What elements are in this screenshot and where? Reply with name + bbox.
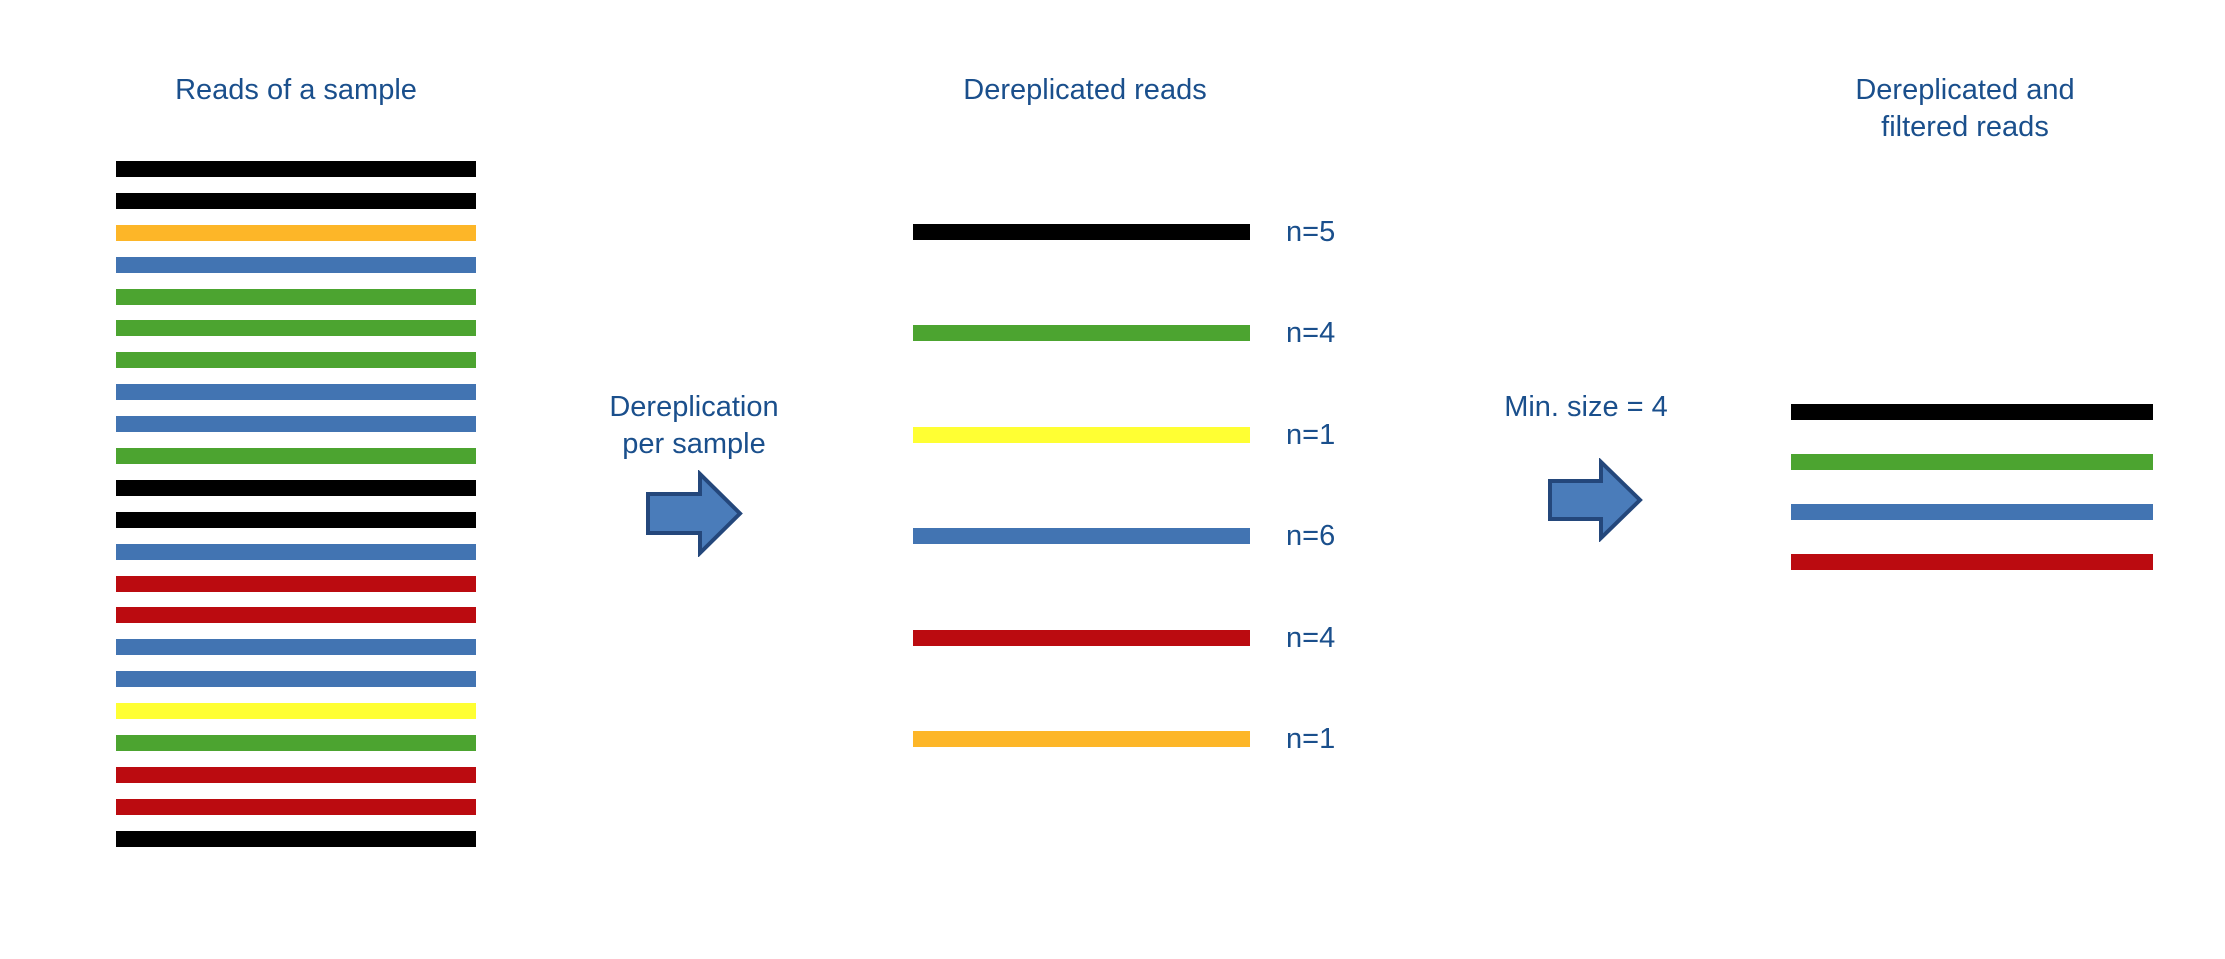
read-count-label: n=5 — [1286, 216, 1336, 248]
read-bar-red — [116, 575, 476, 592]
read-bar-green — [116, 735, 476, 752]
read-bar-black — [116, 161, 476, 177]
read-bar-yellow — [116, 703, 476, 720]
dereplication-step-label: Dereplication per sample — [534, 389, 854, 463]
dereplication-step-label-line2: per sample — [622, 428, 766, 460]
filtered-reads-stack — [1791, 404, 2153, 570]
read-count-label: n=1 — [1286, 418, 1336, 451]
read-bar-green — [116, 320, 476, 337]
dereplicated-read-row: n=4 — [913, 621, 1336, 654]
read-bar-black — [116, 479, 476, 496]
read-bar-blue — [1791, 503, 2153, 520]
right-arrow-icon — [646, 470, 743, 557]
read-count-label: n=4 — [1286, 621, 1336, 654]
read-count-label: n=4 — [1286, 317, 1336, 350]
read-bar-blue — [116, 639, 476, 656]
read-bar-red — [116, 798, 476, 815]
read-bar-blue — [116, 543, 476, 560]
middle-column-title: Dereplicated reads — [963, 74, 1207, 106]
read-bar-red — [116, 607, 476, 624]
read-bar-red — [116, 766, 476, 783]
dereplicated-read-row: n=1 — [913, 418, 1336, 451]
read-bar-black — [913, 224, 1250, 240]
right-column-title-line1: Dereplicated and — [1855, 74, 2075, 106]
read-bar-green — [116, 288, 476, 305]
read-bar-red — [1791, 553, 2153, 570]
dereplicated-read-row: n=6 — [913, 520, 1336, 553]
read-bar-green — [1791, 453, 2153, 470]
read-count-label: n=1 — [1286, 722, 1336, 755]
sample-reads-stack — [116, 161, 476, 847]
read-bar-blue — [116, 256, 476, 273]
dereplication-step-label-line1: Dereplication — [609, 391, 779, 423]
read-bar-black — [1791, 404, 2153, 420]
right-column-title-line2: filtered reads — [1881, 111, 2049, 143]
read-bar-yellow — [913, 426, 1250, 443]
read-bar-blue — [116, 384, 476, 401]
dereplicated-read-row: n=4 — [913, 317, 1336, 350]
read-bar-blue — [913, 528, 1250, 545]
read-bar-green — [116, 448, 476, 465]
right-arrow-icon — [1548, 458, 1643, 542]
read-bar-orange — [116, 224, 476, 241]
read-bar-red — [913, 629, 1250, 646]
dereplicated-read-row: n=5 — [913, 216, 1336, 248]
read-bar-blue — [116, 671, 476, 688]
read-bar-black — [116, 511, 476, 528]
left-column-title: Reads of a sample — [175, 74, 417, 106]
min-size-filter-label: Min. size = 4 — [1504, 391, 1668, 423]
read-bar-orange — [913, 730, 1250, 747]
read-count-label: n=6 — [1286, 520, 1336, 553]
dereplicated-read-row: n=1 — [913, 722, 1336, 755]
read-bar-green — [913, 325, 1250, 342]
read-bar-black — [116, 830, 476, 847]
dereplicated-reads-list: n=5 n=4 n=1 n=6 n=4 n=1 — [913, 216, 1336, 755]
read-bar-blue — [116, 416, 476, 433]
right-column-title: Dereplicated and filtered reads — [1745, 72, 2185, 146]
read-bar-black — [116, 192, 476, 209]
read-bar-green — [116, 352, 476, 369]
